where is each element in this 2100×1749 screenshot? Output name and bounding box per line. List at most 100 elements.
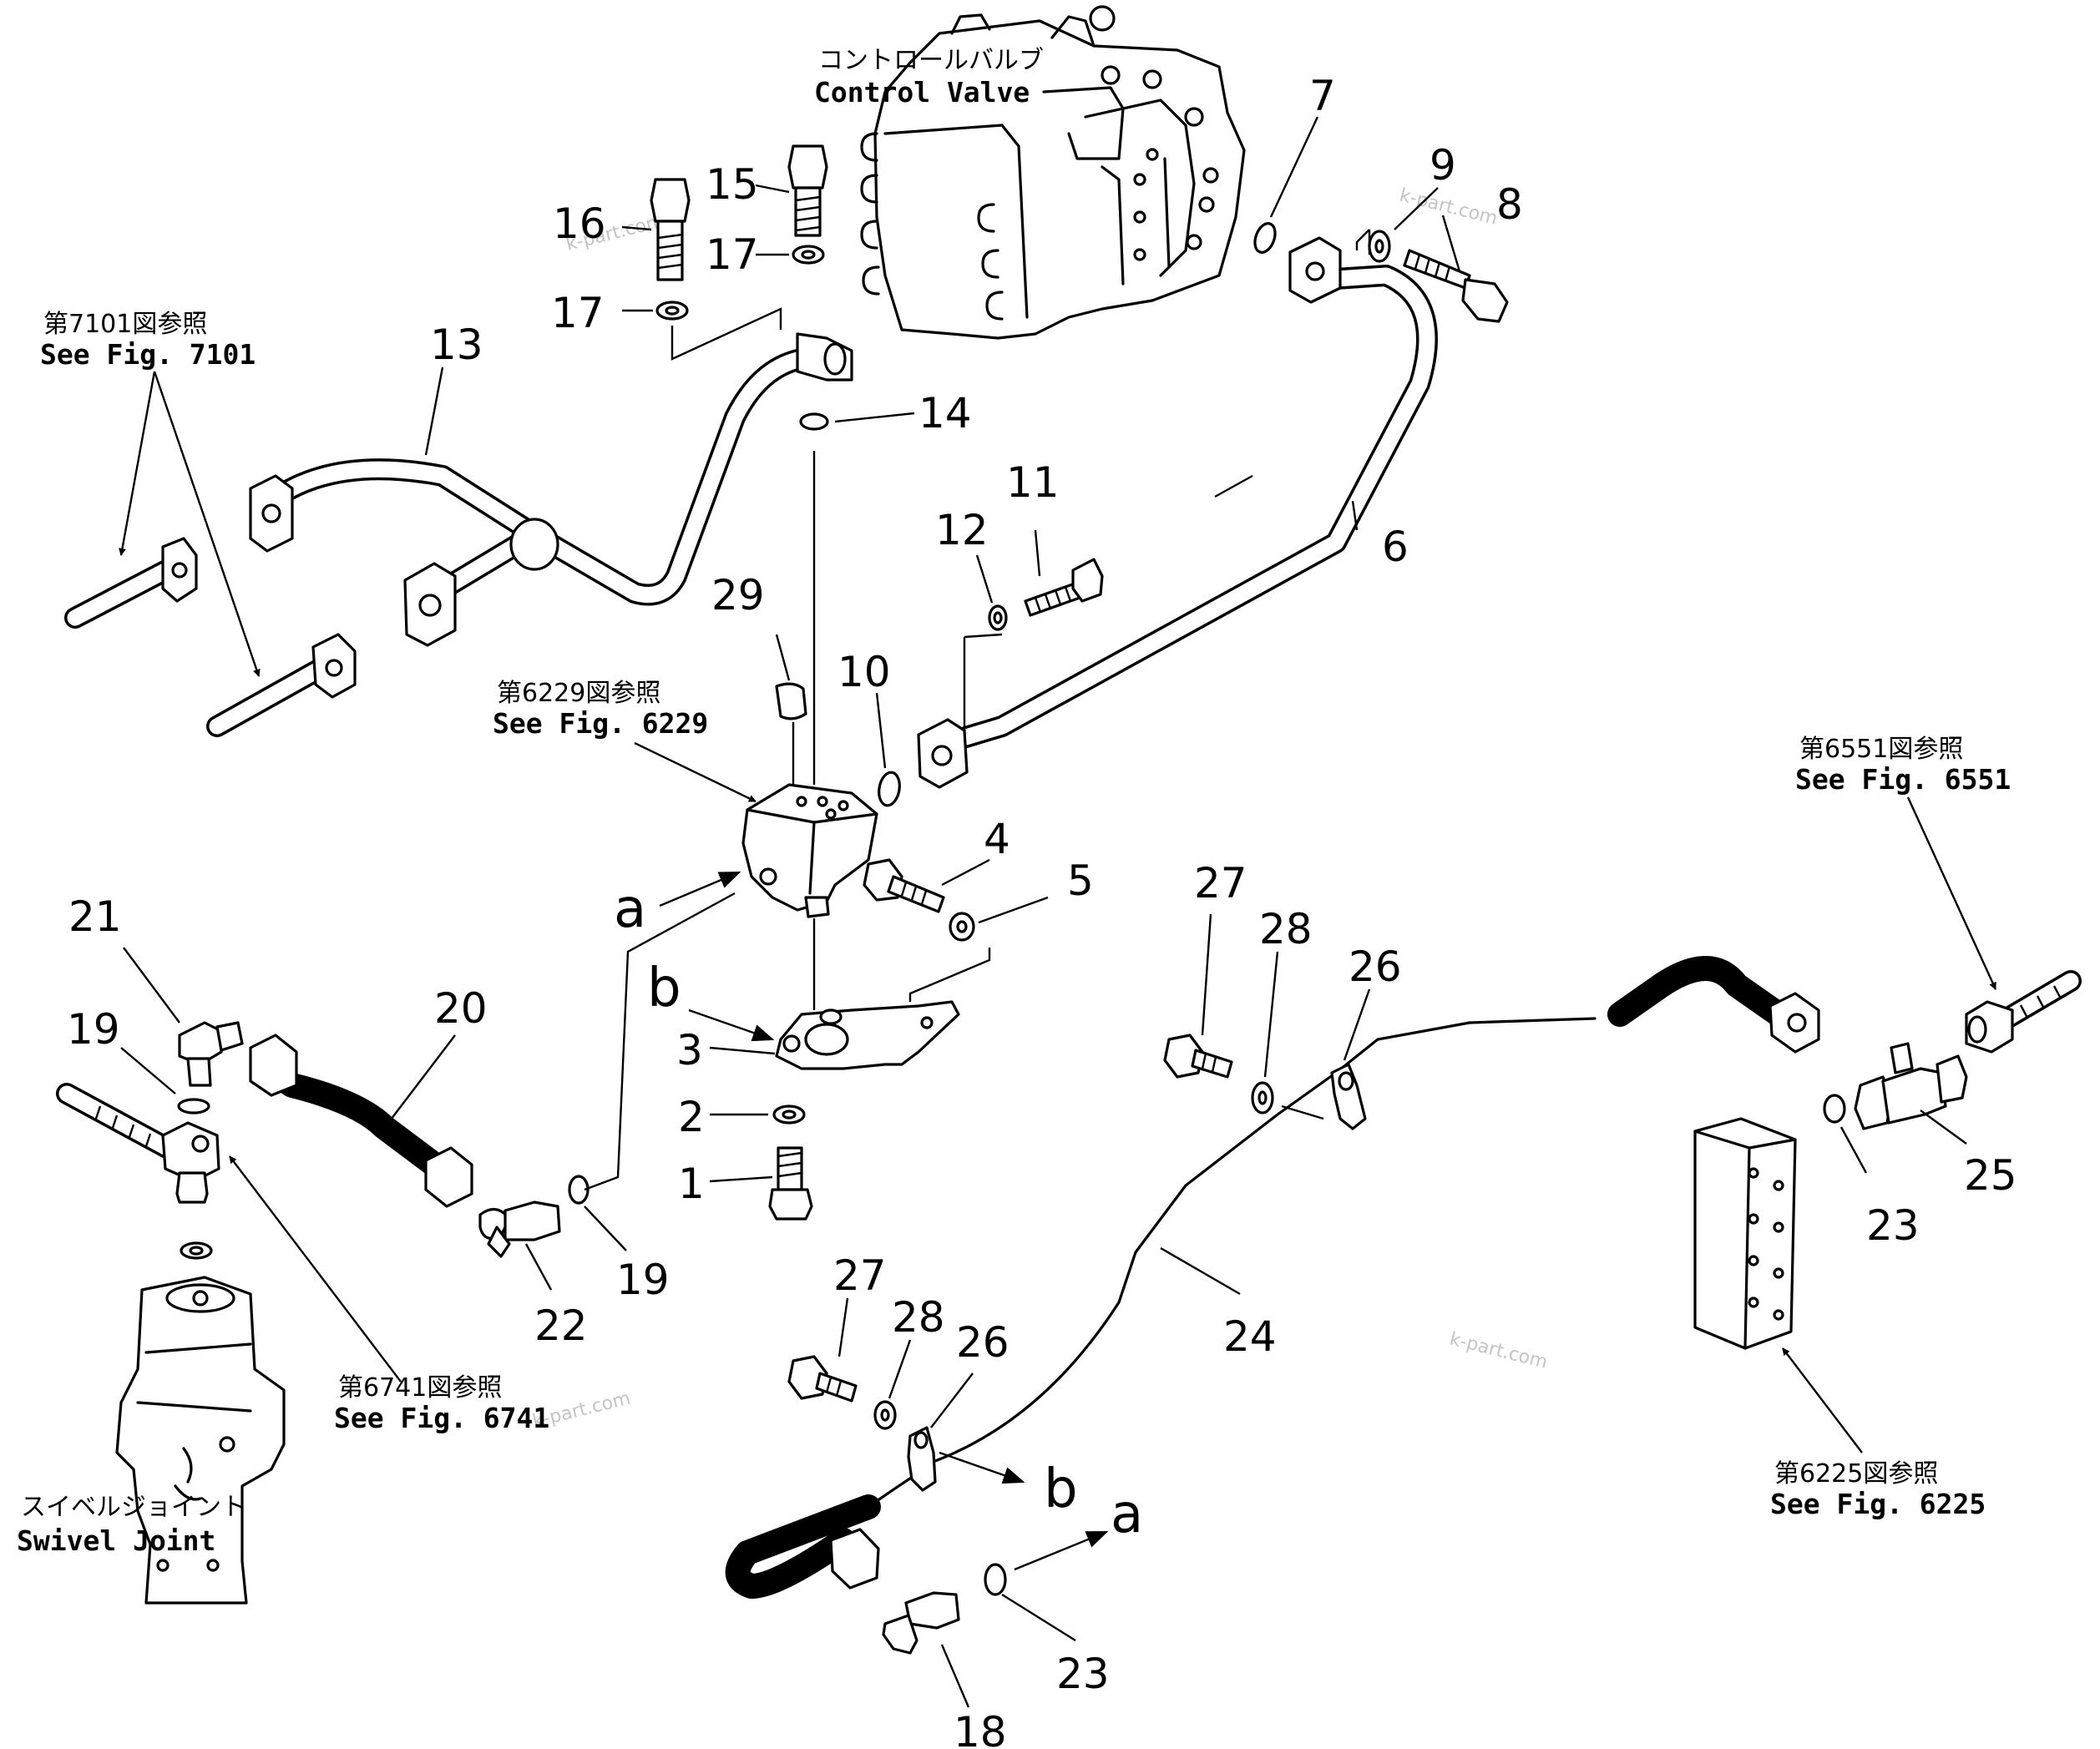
callout-28b: 28 [892, 1293, 945, 1342]
o-ring-19a [177, 1098, 210, 1115]
ref-6225-jp: 第6225図参照 [1774, 1459, 1938, 1489]
callout-17: 17 [706, 230, 759, 279]
callout-1: 1 [678, 1160, 705, 1208]
callout-12: 12 [935, 506, 989, 554]
watermark: k-part.com [1398, 185, 1500, 230]
hose-end-6551 [1965, 970, 2082, 1054]
swivel-joint-en: Swivel Joint [17, 1524, 215, 1557]
hose-24-upper [1607, 956, 1820, 1054]
hose-connector-swivel [56, 1083, 220, 1204]
watermark: k-part.com [1448, 1329, 1550, 1373]
ref-6741-jp: 第6741図参照 [338, 1373, 502, 1403]
callout-3: 3 [676, 1026, 703, 1074]
watermarks: k-part.com k-part.com k-part.com k-part.… [530, 185, 1549, 1433]
callout-27: 27 [1194, 859, 1247, 907]
ref-6551-en: See Fig. 6551 [1795, 763, 2011, 796]
o-ring-swivel [180, 1241, 213, 1260]
leader-lines [120, 116, 1967, 1708]
callout-29: 29 [711, 571, 765, 619]
ref-6229-en: See Fig. 6229 [493, 707, 708, 740]
callout-26b: 26 [956, 1318, 1010, 1367]
callout-21: 21 [68, 892, 122, 941]
control-valve-en: Control Valve [814, 76, 1030, 109]
callout-17b: 17 [551, 289, 605, 337]
washer-17a [792, 245, 825, 265]
callout-14: 14 [918, 389, 972, 437]
callout-10: 10 [837, 648, 891, 696]
callout-numbers: 1 2 3 4 5 6 7 8 9 10 11 12 13 14 15 16 1… [67, 72, 2017, 1749]
bolt-27b [787, 1355, 858, 1403]
hose-20 [249, 1034, 473, 1208]
ref-6229-jp: 第6229図参照 [497, 679, 660, 708]
o-ring-14 [799, 412, 829, 431]
callout-19b: 19 [616, 1256, 670, 1304]
callout-18: 18 [954, 1708, 1007, 1749]
block-6225 [1693, 1117, 1797, 1350]
bracket-3 [775, 1000, 960, 1070]
bolt-8 [1403, 249, 1509, 323]
o-ring-23a [984, 1563, 1007, 1596]
tube-13 [249, 332, 853, 647]
bolt-1 [768, 1146, 813, 1221]
callout-20: 20 [434, 984, 488, 1033]
callout-8: 8 [1496, 180, 1523, 229]
washer-17b [655, 301, 689, 321]
washer-5 [949, 912, 975, 942]
washer-28b [873, 1400, 897, 1430]
ref-6551: 第6551図参照 See Fig. 6551 [1795, 735, 2011, 990]
clamp-26a [1330, 1063, 1367, 1130]
callout-13: 13 [430, 321, 483, 369]
callout-11: 11 [1006, 458, 1060, 507]
elbow-21 [178, 1021, 244, 1087]
bolt-4 [863, 858, 945, 913]
tube-6 [917, 236, 1438, 789]
connector-25 [1854, 1042, 1968, 1130]
callout-23: 23 [1866, 1201, 1920, 1250]
letter-b-lower: b [1044, 1458, 1078, 1520]
ref-6741-en: See Fig. 6741 [334, 1402, 549, 1434]
callout-16: 16 [553, 200, 606, 248]
control-valve-jp: コントロールバルブ [818, 46, 1044, 75]
ref-6225: 第6225図参照 See Fig. 6225 [1770, 1347, 1986, 1520]
callout-5: 5 [1067, 857, 1094, 905]
pipe-ends-7101 [64, 537, 357, 737]
o-ring-10 [878, 771, 901, 807]
ref-6741: 第6741図参照 See Fig. 6741 [229, 1155, 549, 1434]
swivel-joint [115, 1276, 286, 1605]
letter-a-lower: a [1111, 1484, 1143, 1545]
ref-7101-jp: 第7101図参照 [43, 310, 207, 339]
letter-b: b [647, 958, 681, 1019]
plug-29 [775, 682, 807, 720]
o-ring-7 [1253, 222, 1277, 254]
callout-4: 4 [984, 815, 1010, 863]
callout-9: 9 [1430, 141, 1456, 190]
callout-23b: 23 [1056, 1650, 1110, 1698]
washer-2 [772, 1104, 806, 1125]
o-ring-23b [1823, 1094, 1846, 1124]
valve-6229 [741, 783, 878, 918]
swivel-joint-jp: スイベルジョイント [21, 1493, 246, 1522]
callout-15: 15 [706, 160, 759, 209]
callout-19: 19 [67, 1005, 120, 1054]
clamp-26b [907, 1426, 937, 1492]
hose-24-lower [725, 1017, 1597, 1599]
washer-9 [1368, 230, 1391, 263]
washer-12 [988, 604, 1008, 631]
o-ring-19b [568, 1175, 590, 1205]
callout-27b: 27 [833, 1251, 887, 1300]
control-valve [860, 5, 1246, 340]
ref-6551-jp: 第6551図参照 [1799, 735, 1963, 764]
callout-24: 24 [1223, 1312, 1277, 1361]
letter-a: a [614, 878, 646, 940]
callout-26: 26 [1349, 943, 1402, 991]
callout-22: 22 [534, 1302, 588, 1350]
bolt-16 [650, 178, 691, 281]
callout-2: 2 [678, 1093, 705, 1141]
callout-28: 28 [1259, 905, 1313, 953]
elbow-18 [882, 1591, 960, 1655]
callout-6: 6 [1382, 523, 1409, 571]
ref-7101-en: See Fig. 7101 [40, 338, 256, 371]
bolt-11 [1024, 558, 1104, 617]
bolt-27a [1163, 1034, 1233, 1079]
